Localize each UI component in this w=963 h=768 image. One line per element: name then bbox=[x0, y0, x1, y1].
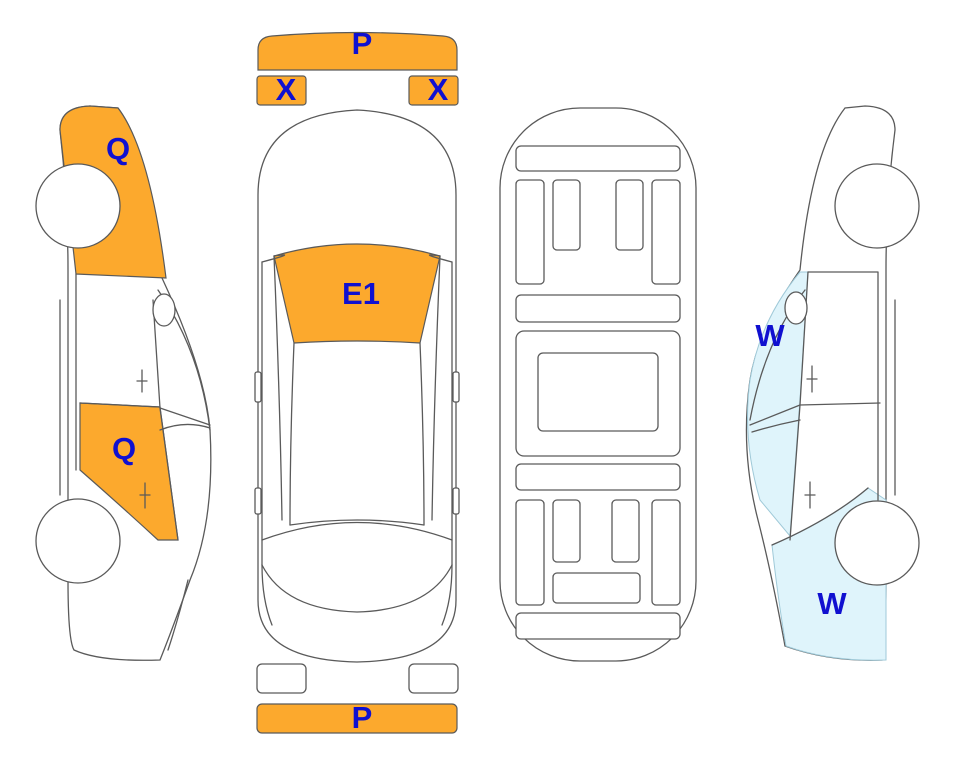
label-left-front-fender: Q bbox=[106, 131, 130, 166]
label-windshield: E1 bbox=[342, 276, 380, 311]
front-bumper-part[interactable] bbox=[257, 31, 458, 71]
rear-bumper-part[interactable] bbox=[256, 703, 458, 734]
label-front-bumper: P bbox=[352, 26, 373, 61]
rear-right-light-part[interactable] bbox=[408, 663, 459, 694]
left-front-wheel[interactable] bbox=[35, 163, 121, 249]
right-side-view bbox=[745, 105, 920, 661]
label-right-rear-door: W bbox=[755, 318, 785, 353]
right-rear-wheel[interactable] bbox=[834, 500, 920, 586]
label-front-left-light: X bbox=[276, 72, 297, 107]
top-view-car bbox=[254, 109, 460, 663]
damage-labels: P X X E1 P Q Q W W bbox=[106, 26, 847, 735]
rear-parts bbox=[256, 663, 459, 734]
front-parts bbox=[256, 31, 459, 106]
top-view-body[interactable] bbox=[257, 109, 457, 663]
left-side-view bbox=[35, 105, 212, 661]
label-rear-bumper: P bbox=[352, 700, 373, 735]
right-front-wheel[interactable] bbox=[834, 163, 920, 249]
front-right-light-part[interactable] bbox=[408, 75, 459, 106]
right-rear-door-part[interactable] bbox=[747, 271, 809, 538]
left-rear-wheel[interactable] bbox=[35, 498, 121, 584]
label-front-right-light: X bbox=[428, 72, 449, 107]
left-rear-door-part[interactable] bbox=[79, 402, 179, 541]
rear-left-light-part[interactable] bbox=[256, 663, 307, 694]
label-right-front-fender: W bbox=[817, 586, 847, 621]
label-left-rear-door: Q bbox=[112, 431, 136, 466]
underside-view bbox=[499, 107, 697, 662]
front-left-light-part[interactable] bbox=[256, 75, 307, 106]
